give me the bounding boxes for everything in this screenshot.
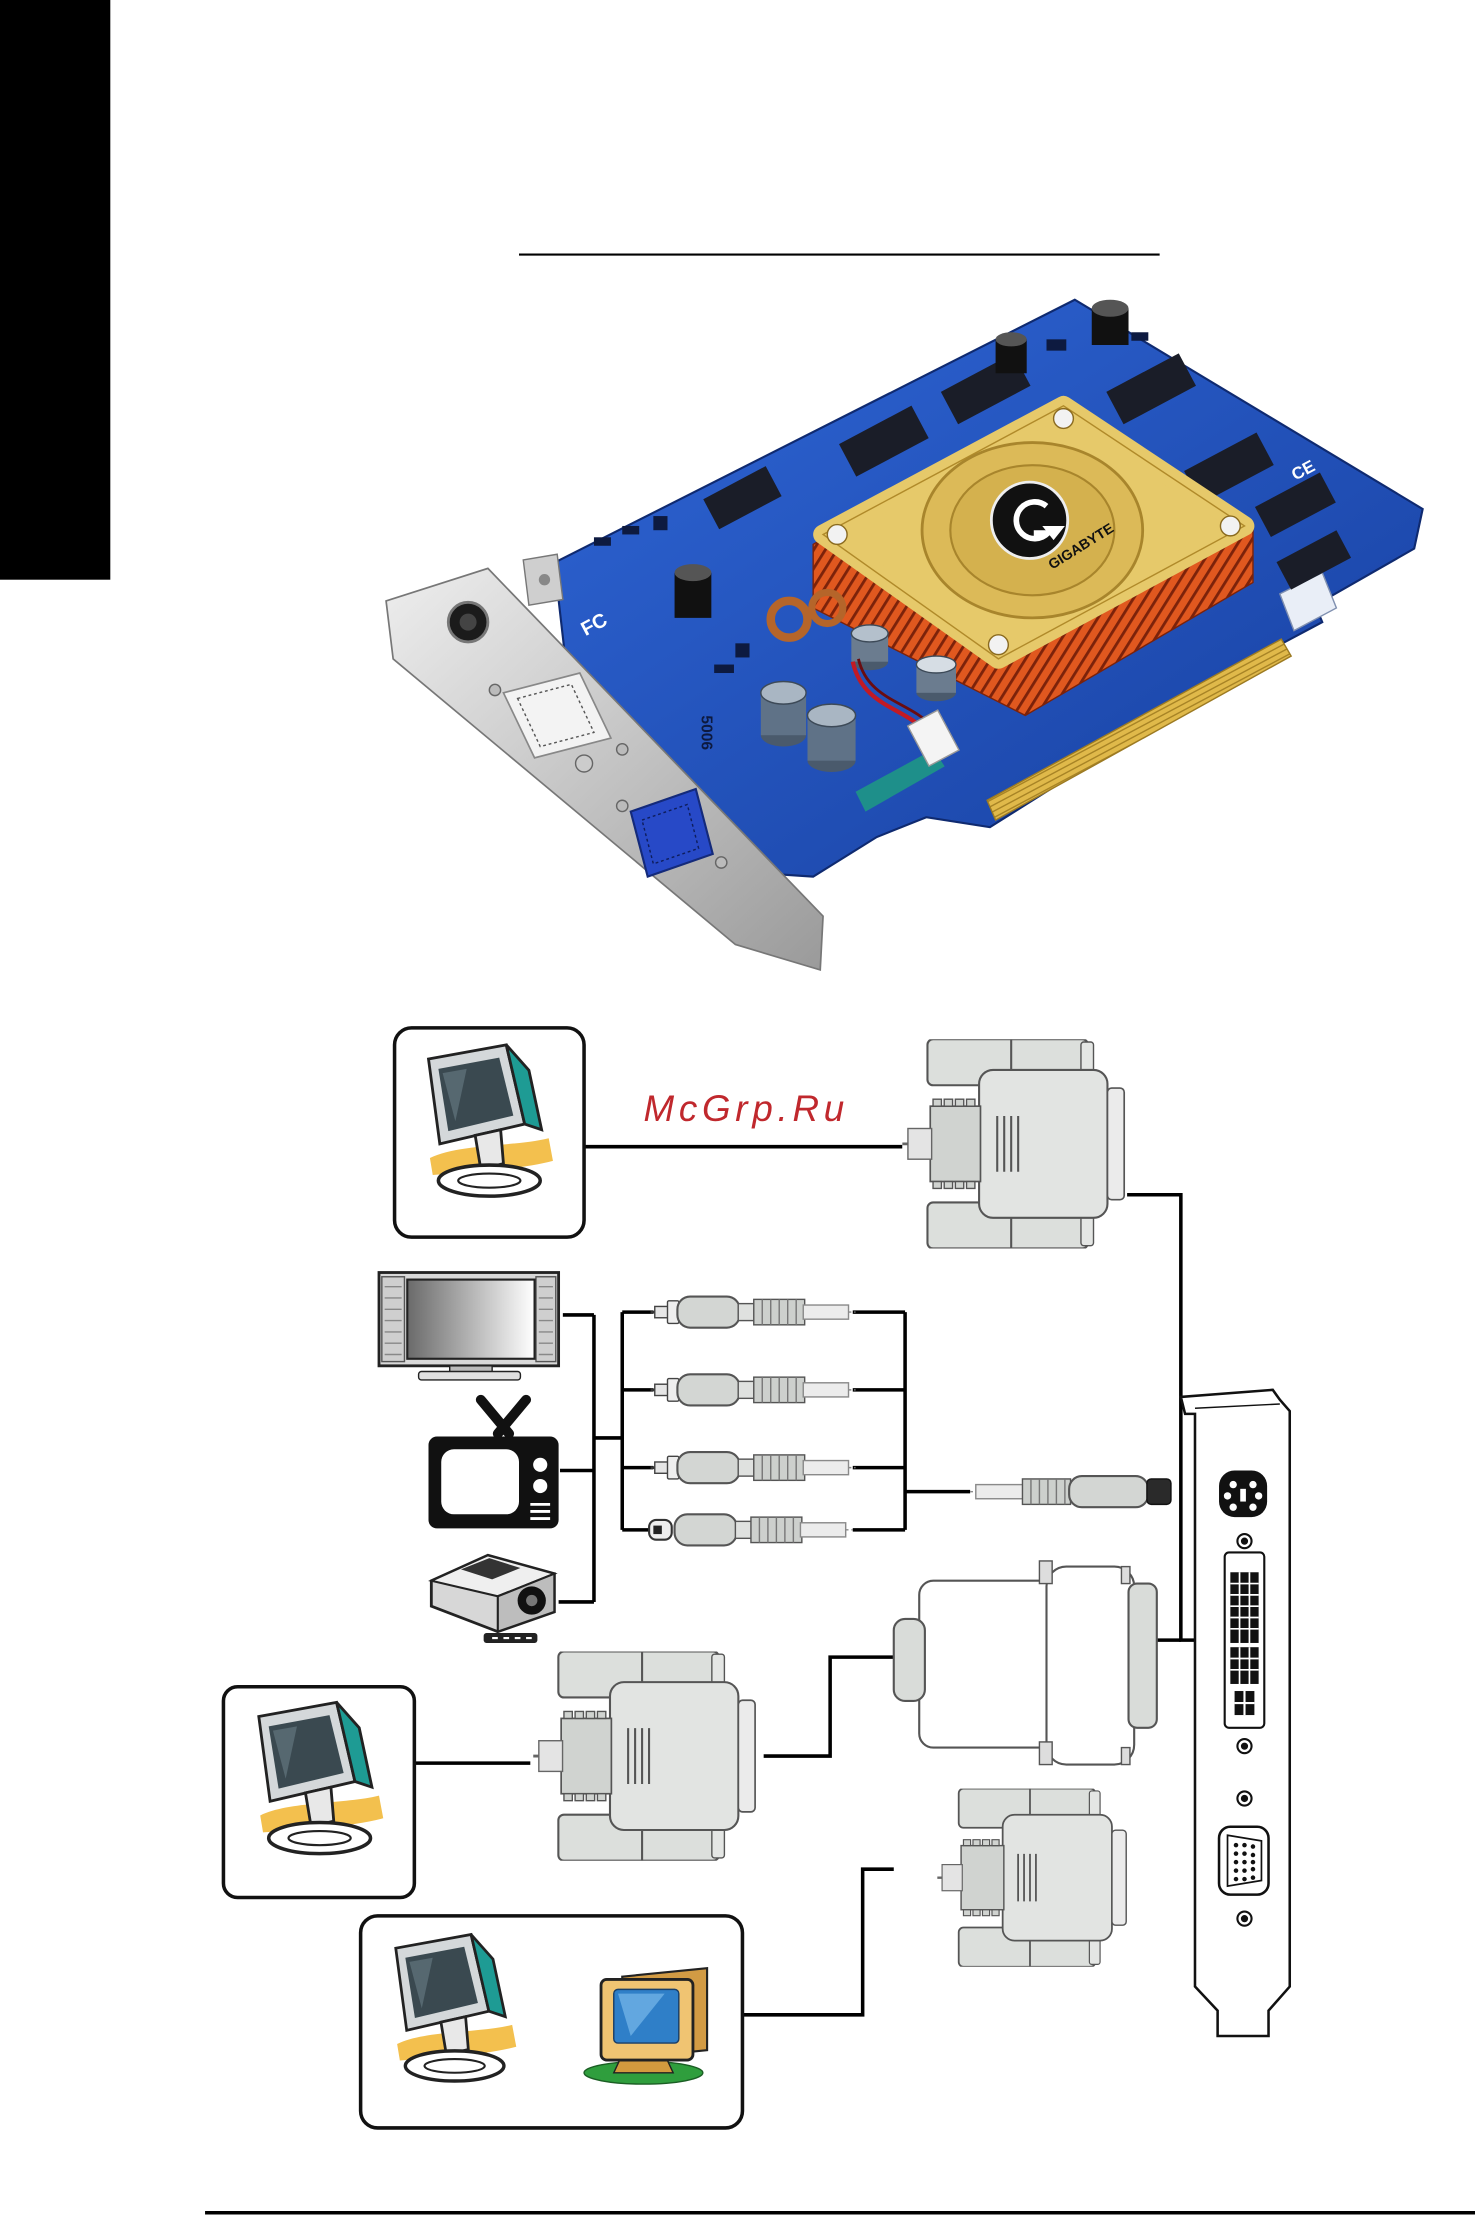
- pcb-code: 5006: [697, 715, 714, 750]
- monitor-box-top: [395, 1028, 585, 1237]
- svideo-port-icon: [1219, 1470, 1267, 1517]
- monitor-box-middle: [223, 1687, 414, 1898]
- connection-diagram: McGrp.Ru: [223, 1028, 1289, 2128]
- io-bracket: [1181, 1390, 1290, 2036]
- lcd-tv-icon: [379, 1273, 559, 1380]
- dvi-port-icon: [1225, 1552, 1265, 1727]
- dvi-to-vga-adapter-icon: [894, 1561, 1157, 1765]
- vga-connector-icon: [533, 1651, 755, 1860]
- graphics-card-photo: GIGABYTE F: [386, 300, 1423, 970]
- rca-plug-icon: [651, 1297, 856, 1328]
- vga-connector-icon: [937, 1789, 1126, 1967]
- gigabyte-logo-icon: [991, 482, 1067, 558]
- monitor-box-bottom: [361, 1916, 743, 2128]
- crt-monitor-icon: [584, 1968, 707, 2084]
- svideo-plug-icon: [649, 1514, 853, 1545]
- rca-plug-icon: [651, 1452, 856, 1483]
- vga-port-icon: [1219, 1827, 1268, 1895]
- rca-plug-icon: [651, 1374, 856, 1405]
- crt-tv-icon: [428, 1400, 558, 1529]
- projector-icon: [431, 1555, 554, 1643]
- dvi-connector-icon: [902, 1039, 1124, 1248]
- watermark: McGrp.Ru: [643, 1088, 844, 1129]
- language-tab: [0, 0, 110, 580]
- svideo-cable-icon: [970, 1476, 1171, 1507]
